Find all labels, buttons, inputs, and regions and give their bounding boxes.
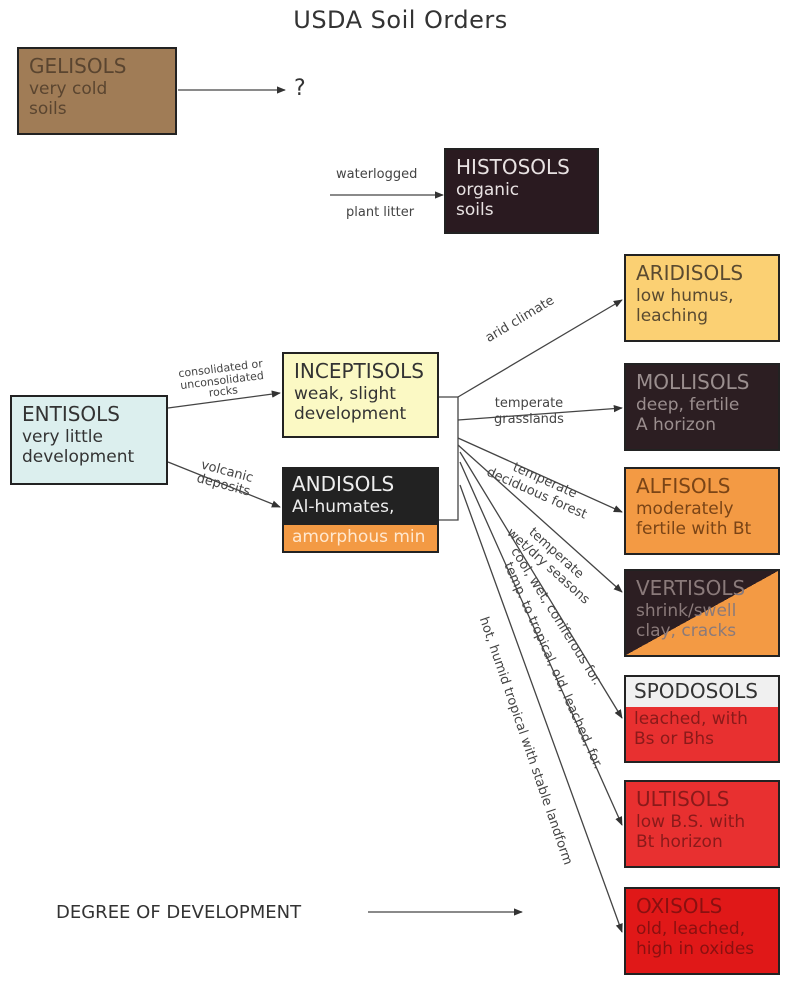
arrow-aridisols	[457, 299, 623, 398]
andisols-desc-2: amorphous min	[292, 527, 426, 547]
spodosols-name: SPODOSOLS	[634, 679, 758, 703]
vertisols-box: VERTISOLS shrink/swell clay, cracks	[624, 569, 780, 657]
andisols-name: ANDISOLS	[292, 472, 395, 496]
vertisols-desc-1: shrink/swell	[636, 600, 737, 621]
andisols-desc-1: Al-humates,	[292, 496, 395, 517]
diagram-title: USDA Soil Orders	[293, 6, 508, 34]
entisols-box: ENTISOLS very little development	[10, 395, 168, 485]
histosols-desc-1: organic	[456, 179, 520, 200]
arrow-vertisols	[457, 444, 623, 593]
entisols-name: ENTISOLS	[22, 402, 120, 426]
inceptisols-desc-1: weak, slight	[294, 383, 396, 404]
arrow-spodosols	[459, 451, 623, 719]
ultisols-desc-1: low B.S. with	[636, 811, 746, 832]
alfisols-name: ALFISOLS	[636, 474, 731, 498]
arrow-mollisols	[457, 404, 623, 421]
oxisols-desc-1: old, leached,	[636, 918, 746, 939]
inceptisols-name: INCEPTISOLS	[294, 359, 424, 383]
mollisols-desc-1: deep, fertile	[636, 394, 740, 415]
gelisols-box: GELISOLS very cold soils	[17, 47, 177, 135]
gelisols-target: ?	[294, 76, 306, 101]
entisols-inceptisols-arrow	[167, 390, 281, 409]
arrow-alfisols	[457, 437, 623, 513]
andisols-box: ANDISOLS Al-humates, amorphous min	[282, 467, 439, 553]
arrow-ultisols	[459, 461, 623, 826]
gelisols-desc-1: very cold	[29, 78, 108, 99]
label-temperate-grasslands: temperate grasslands	[494, 396, 564, 427]
inceptisols-box: INCEPTISOLS weak, slight development	[282, 352, 439, 438]
gelisols-desc-2: soils	[29, 98, 67, 119]
mollisols-box: MOLLISOLS deep, fertile A horizon	[624, 363, 780, 451]
aridisols-box: ARIDISOLS low humus, leaching	[624, 254, 780, 342]
ultisols-desc-2: Bt horizon	[636, 831, 723, 852]
alfisols-desc-1: moderately	[636, 498, 734, 519]
ultisols-box: ULTISOLS low B.S. with Bt horizon	[624, 780, 780, 868]
mollisols-desc-2: A horizon	[636, 414, 717, 435]
entisols-desc-1: very little	[22, 426, 103, 447]
histosols-desc-2: soils	[456, 199, 494, 220]
label-plant-litter: plant litter	[346, 205, 415, 220]
entisols-andisols-arrow	[167, 461, 281, 508]
aridisols-name: ARIDISOLS	[636, 261, 744, 285]
label-waterlogged: waterlogged	[336, 167, 418, 182]
oxisols-desc-2: high in oxides	[636, 938, 755, 959]
gelisols-name: GELISOLS	[29, 54, 127, 78]
spodosols-box: SPODOSOLS leached, with Bs or Bhs	[624, 675, 780, 763]
oxisols-box: OXISOLS old, leached, high in oxides	[624, 887, 780, 975]
vertisols-name: VERTISOLS	[636, 576, 746, 600]
ultisols-name: ULTISOLS	[636, 787, 730, 811]
bracket-line	[439, 396, 459, 521]
inceptisols-desc-2: development	[294, 403, 407, 424]
arrow-oxisols	[459, 484, 623, 933]
histosols-name: HISTOSOLS	[456, 155, 570, 179]
aridisols-desc-1: low humus,	[636, 285, 734, 306]
degree-label: DEGREE OF DEVELOPMENT	[56, 902, 302, 923]
mollisols-name: MOLLISOLS	[636, 370, 750, 394]
spodosols-desc-2: Bs or Bhs	[634, 729, 715, 750]
aridisols-desc-2: leaching	[636, 305, 709, 326]
label-temperate-grasslands-1: temperate	[494, 396, 564, 411]
histosols-box: HISTOSOLS organic soils	[444, 148, 599, 234]
spodosols-desc-1: leached, with	[634, 709, 748, 729]
vertisols-desc-2: clay, cracks	[636, 620, 737, 641]
alfisols-desc-2: fertile with Bt	[636, 518, 752, 539]
entisols-desc-2: development	[22, 446, 135, 467]
label-temperate-grasslands-2: grasslands	[494, 411, 564, 427]
oxisols-name: OXISOLS	[636, 894, 723, 918]
alfisols-box: ALFISOLS moderately fertile with Bt	[624, 467, 780, 555]
